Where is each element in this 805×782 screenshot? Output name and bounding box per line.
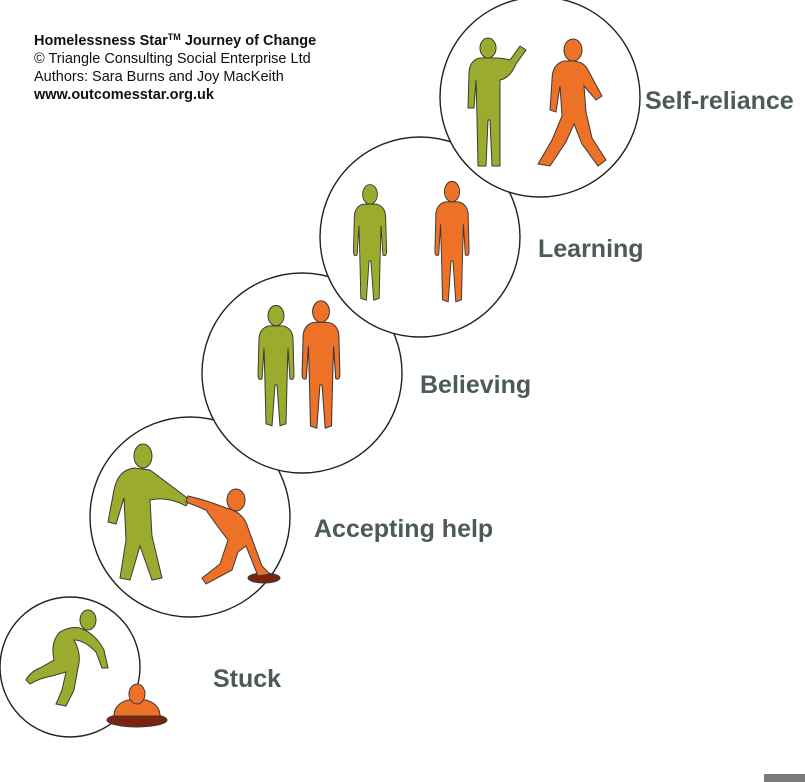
title-text: Homelessness Star: [34, 33, 168, 49]
authors-line: Authors: Sara Burns and Joy MacKeith: [34, 69, 284, 85]
stuck-scene: [25, 609, 168, 728]
reaching-helper-figure: [107, 443, 191, 581]
stage-label-stuck: Stuck: [213, 665, 282, 693]
website-url: www.outcomesstar.org.uk: [34, 87, 214, 103]
stage-label-self-reliance: Self-reliance: [645, 87, 794, 115]
crouching-helper-figure: [25, 609, 109, 707]
stage-label-learning: Learning: [538, 235, 644, 263]
rising-client-figure: [185, 488, 281, 585]
corner-gray-box: [764, 774, 805, 782]
stage-label-accepting-help: Accepting help: [314, 515, 494, 543]
self-reliance-scene: [467, 37, 607, 167]
stuck-client-in-hole: [106, 683, 168, 728]
diagram-title: Homelessness StarTM Journey of Change: [34, 28, 316, 50]
copyright-line: © Triangle Consulting Social Enterprise …: [34, 51, 311, 67]
stage-label-believing: Believing: [420, 371, 532, 399]
waving-helper-figure: [467, 37, 527, 167]
accepting-help-scene: [107, 443, 281, 585]
walking-client-figure: [537, 38, 607, 167]
title-rest-text: Journey of Change: [180, 33, 317, 49]
header-block: Homelessness StarTM Journey of Change © …: [34, 28, 316, 104]
trademark-mark: TM: [167, 32, 181, 42]
